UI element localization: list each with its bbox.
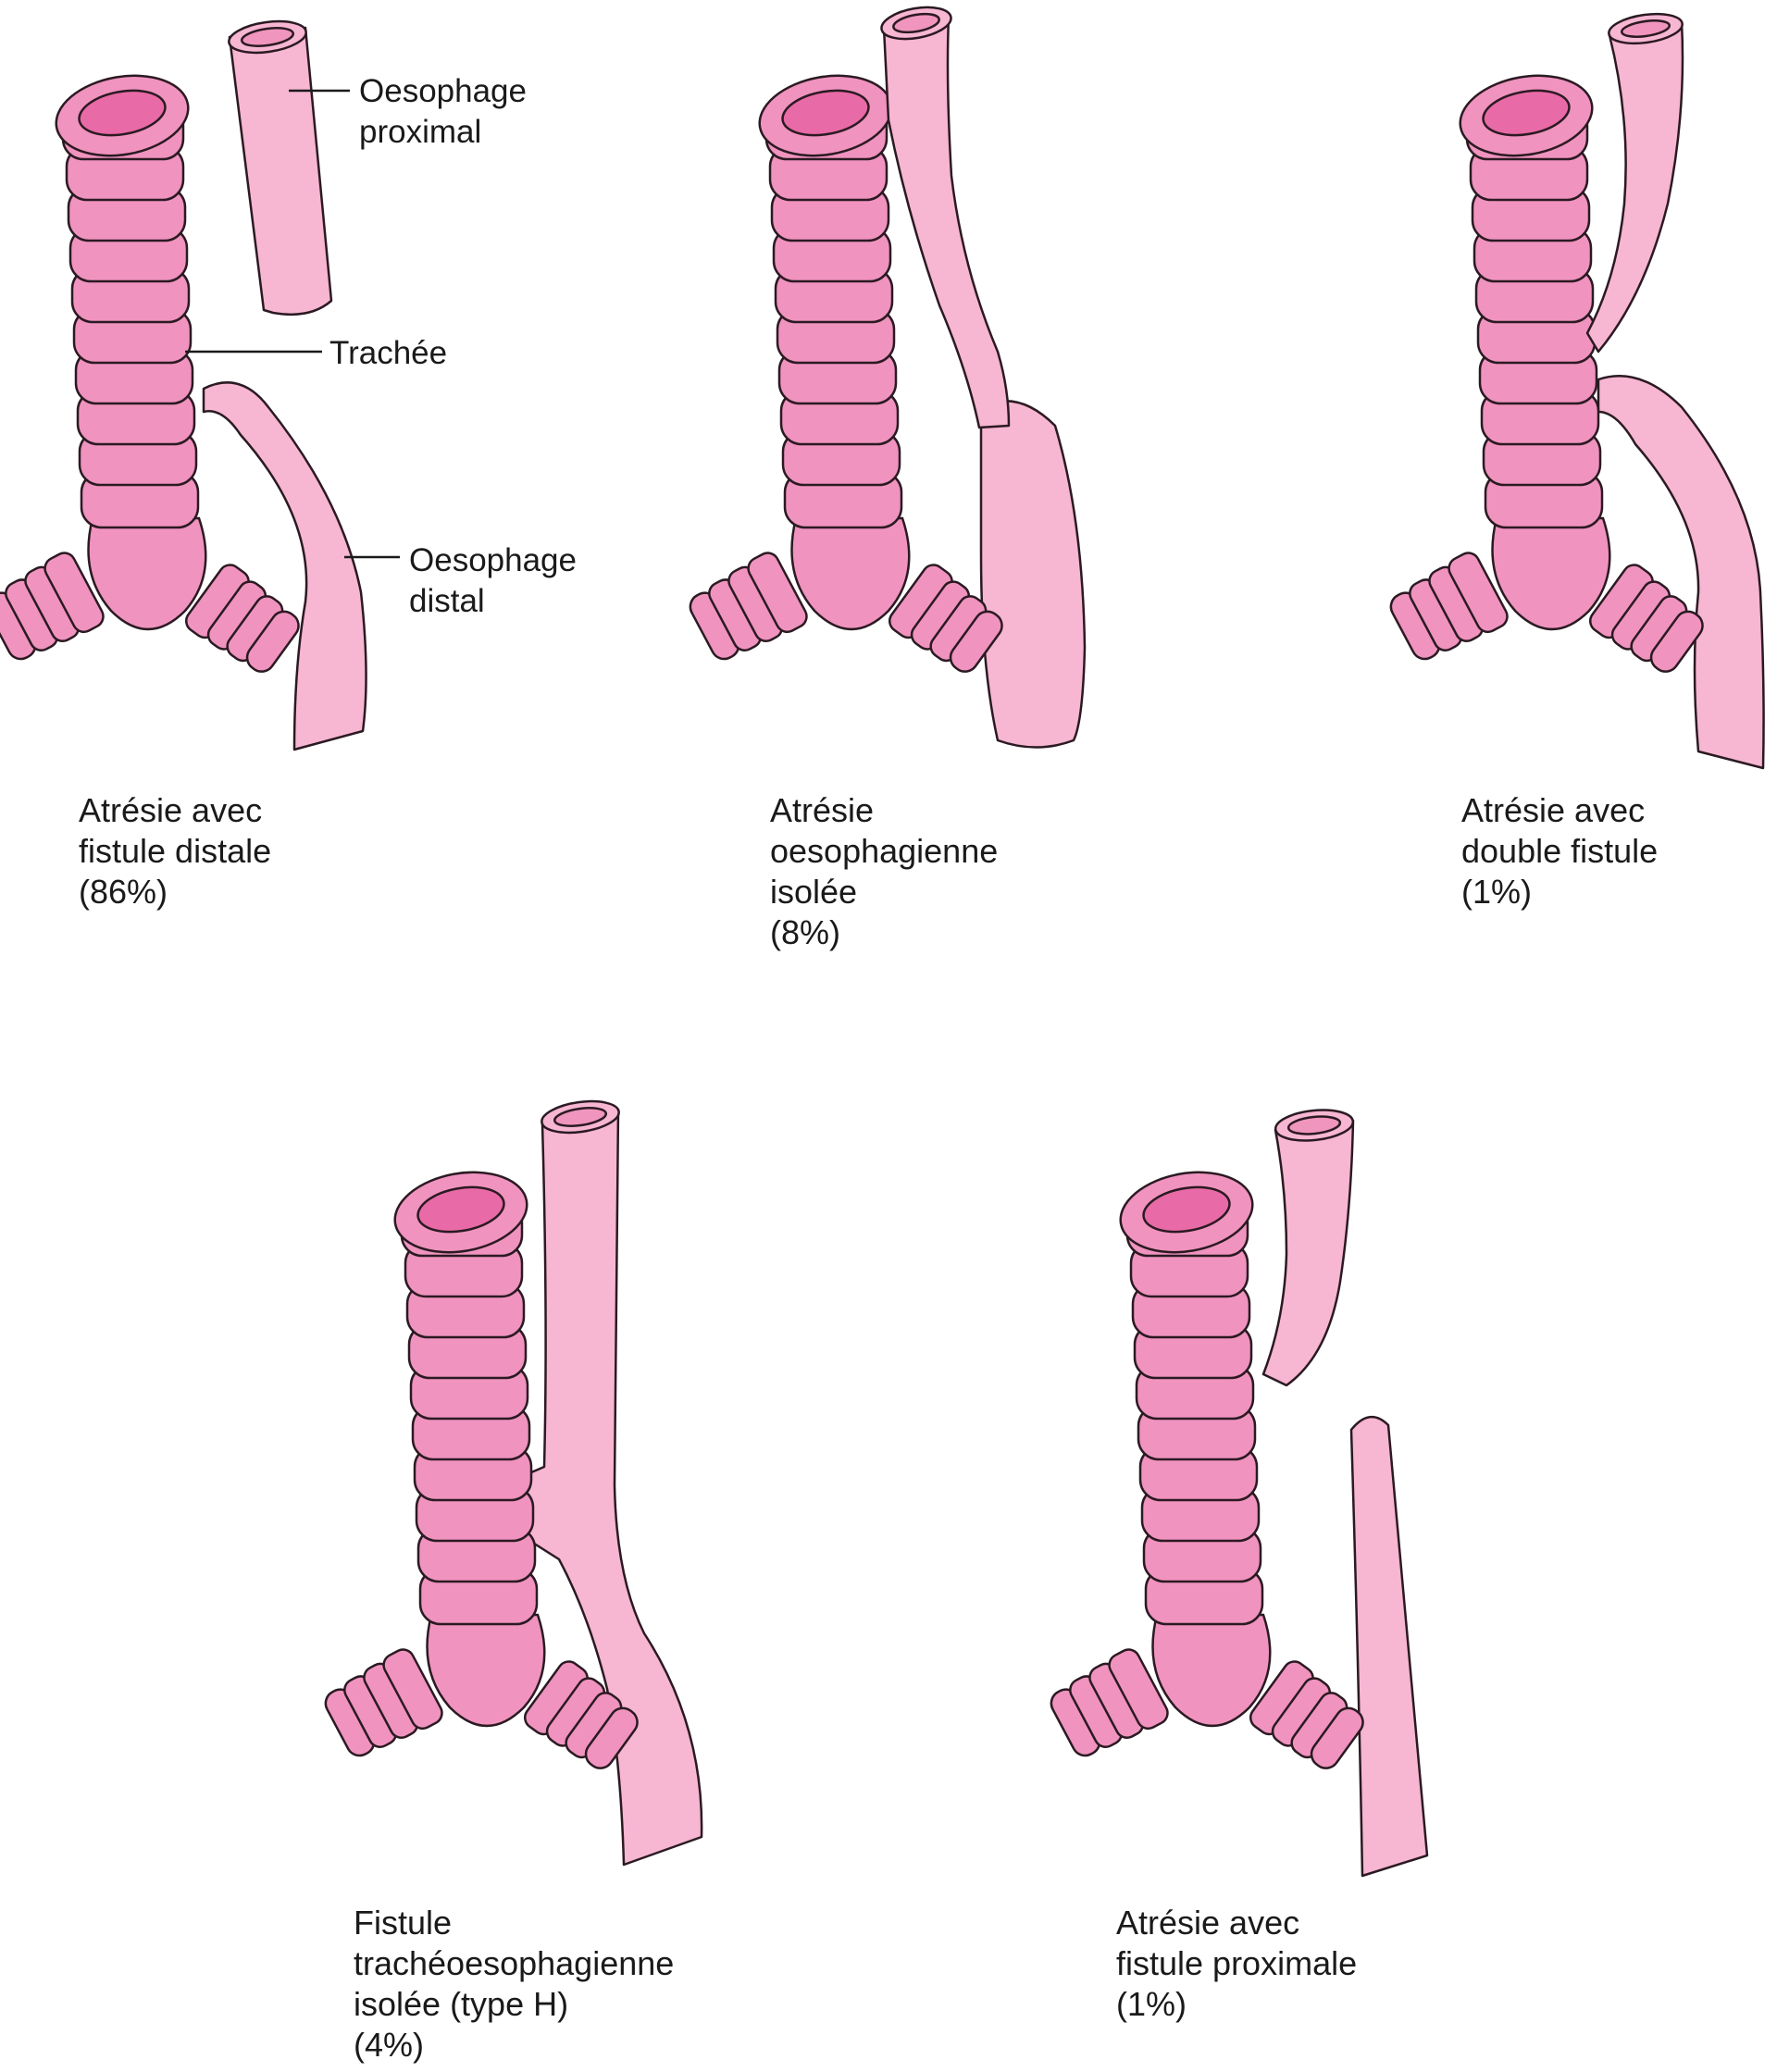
caption-double-fistula: Atrésie avec double fistule (1%)	[1461, 791, 1667, 911]
proximal-esophagus-shape	[1261, 1119, 1355, 1387]
label-proximal-esophagus: Oesophage proximal	[359, 73, 536, 150]
proximal-esophagus-shape	[228, 26, 333, 316]
panel-double-fistula: Atrésie avec double fistule (1%)	[1382, 12, 1765, 911]
proximal-esophagus-shape	[1585, 20, 1684, 354]
caption-isolated-atresia: Atrésie oesophagienne isolée (8%)	[770, 791, 1007, 951]
esophagus-shape	[494, 1108, 703, 1867]
panel-isolated-atresia: Atrésie oesophagienne isolée (8%)	[681, 6, 1087, 951]
label-trachea: Trachée	[329, 335, 447, 371]
proximal-esophagus-shape	[882, 15, 1011, 429]
distal-esophagus-shape	[1349, 1416, 1429, 1878]
trachea-drawing	[681, 64, 1012, 683]
distal-esophagus-shape	[979, 400, 1087, 749]
panel-h-type: Fistule trachéoesophagienne isolée (type…	[317, 1099, 703, 2064]
distal-esophagus-shape	[1597, 375, 1765, 770]
caption-h-type: Fistule trachéoesophagienne isolée (type…	[354, 1904, 683, 2064]
panel-distal-fistula: Oesophage proximal Trachée Oesophage dis…	[0, 19, 586, 911]
distal-esophagus-shape	[202, 381, 367, 751]
caption-proximal-fistula: Atrésie avec fistule proximale (1%)	[1116, 1904, 1366, 2023]
caption-distal-fistula: Atrésie avec fistule distale (86%)	[79, 791, 280, 911]
panel-proximal-fistula: Atrésie avec fistule proximale (1%)	[1042, 1109, 1429, 2023]
label-distal-esophagus: Oesophage distal	[409, 542, 586, 619]
